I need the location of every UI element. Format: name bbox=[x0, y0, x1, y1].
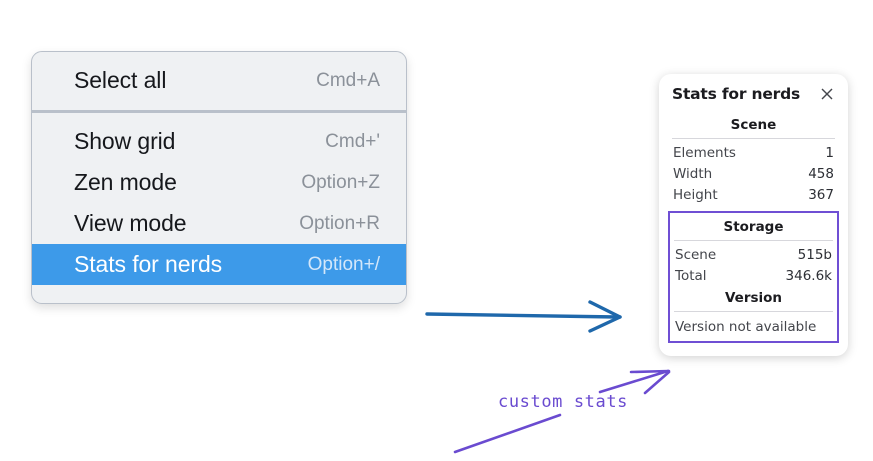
stats-section-version: Version Version not available bbox=[674, 286, 833, 337]
menu-item-shortcut: Cmd+' bbox=[325, 130, 380, 152]
stat-value: 367 bbox=[808, 186, 834, 203]
menu-item-select-all[interactable]: Select all Cmd+A bbox=[32, 60, 406, 101]
stats-for-nerds-panel[interactable]: Stats for nerds Scene Elements 1 Width 4… bbox=[659, 74, 848, 356]
custom-stats-annotation-label: custom stats bbox=[498, 392, 629, 412]
menu-item-shortcut: Option+Z bbox=[301, 171, 380, 193]
menu-item-stats-for-nerds[interactable]: Stats for nerds Option+/ bbox=[32, 244, 406, 285]
menu-group-2: Show grid Cmd+' Zen mode Option+Z View m… bbox=[32, 117, 406, 289]
purple-arrow bbox=[598, 369, 671, 395]
close-icon[interactable] bbox=[819, 86, 835, 102]
menu-item-shortcut: Cmd+A bbox=[316, 69, 380, 91]
stat-row: Scene 515b bbox=[674, 244, 833, 265]
stat-label: Height bbox=[673, 186, 718, 203]
section-divider bbox=[674, 240, 833, 241]
menu-group-1: Select all Cmd+A bbox=[32, 56, 406, 105]
section-heading: Version bbox=[724, 290, 783, 306]
menu-item-label: Select all bbox=[74, 67, 167, 93]
stats-panel-header: Stats for nerds bbox=[672, 85, 835, 103]
menu-item-label: Zen mode bbox=[74, 169, 177, 195]
stat-row: Elements 1 bbox=[672, 142, 835, 163]
stat-value: 515b bbox=[797, 246, 832, 263]
menu-item-shortcut: Option+/ bbox=[307, 253, 380, 275]
stat-value: 1 bbox=[825, 144, 834, 161]
context-menu[interactable]: Select all Cmd+A Show grid Cmd+' Zen mod… bbox=[31, 51, 407, 304]
stat-value: 458 bbox=[808, 165, 834, 182]
menu-item-label: Stats for nerds bbox=[74, 251, 223, 277]
version-not-available-text: Version not available bbox=[675, 319, 817, 335]
stat-row: Width 458 bbox=[672, 163, 835, 184]
stat-row: Total 346.6k bbox=[674, 265, 833, 286]
menu-item-label: View mode bbox=[74, 210, 187, 236]
stat-label: Elements bbox=[673, 144, 736, 161]
stat-label: Scene bbox=[675, 246, 717, 263]
purple-underline-stroke bbox=[453, 413, 562, 454]
stats-section-storage: Storage Scene 515b Total 346.6k bbox=[674, 215, 833, 286]
section-divider bbox=[674, 311, 833, 312]
stat-label: Total bbox=[675, 267, 707, 284]
stat-value: 346.6k bbox=[785, 267, 832, 284]
section-heading: Storage bbox=[723, 219, 784, 235]
custom-stats-highlight-box: Storage Scene 515b Total 346.6k Version … bbox=[668, 211, 839, 343]
menu-item-view-mode[interactable]: View mode Option+R bbox=[32, 203, 406, 244]
stat-row: Height 367 bbox=[672, 184, 835, 205]
menu-item-label: Show grid bbox=[74, 128, 176, 154]
stat-label: Width bbox=[673, 165, 713, 182]
section-divider bbox=[672, 138, 835, 139]
blue-arrow bbox=[425, 300, 622, 333]
stats-panel-title: Stats for nerds bbox=[672, 85, 801, 103]
menu-item-shortcut: Option+R bbox=[299, 212, 380, 234]
menu-separator bbox=[32, 110, 406, 113]
menu-item-show-grid[interactable]: Show grid Cmd+' bbox=[32, 121, 406, 162]
menu-item-zen-mode[interactable]: Zen mode Option+Z bbox=[32, 162, 406, 203]
stats-section-scene: Scene Elements 1 Width 458 Height 367 bbox=[672, 113, 835, 205]
section-heading: Scene bbox=[730, 117, 777, 133]
